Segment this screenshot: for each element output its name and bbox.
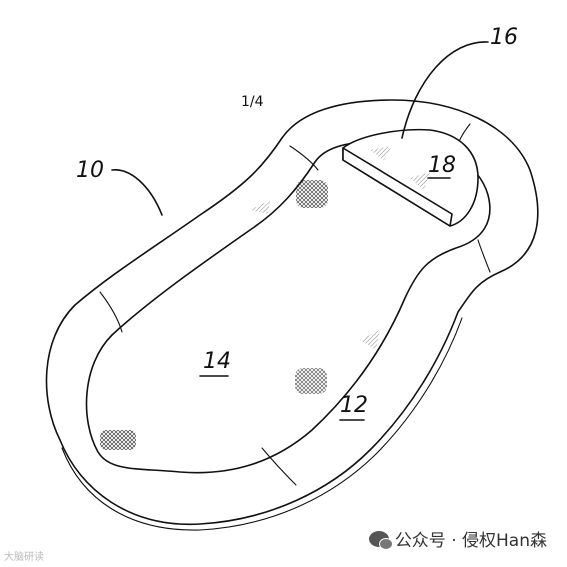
wechat-icon	[368, 530, 393, 550]
watermark-text: 公众号 · 侵权Han森	[394, 531, 547, 551]
sleeping-surface	[85, 140, 491, 474]
ref-label-sleeping-surface: 14	[203, 349, 231, 374]
bumper-seam	[99, 291, 123, 333]
head-support-side	[342, 147, 453, 227]
watermark: 公众号 · 侵权Han森	[368, 526, 547, 551]
surface-shading	[100, 430, 136, 450]
ref-label-head-support: 16	[490, 25, 518, 50]
surface-shading	[360, 330, 380, 350]
head-support-shading	[410, 172, 430, 190]
ref-label-base: 12	[340, 393, 368, 418]
surface-shading	[295, 368, 327, 394]
surface-shading	[250, 200, 270, 214]
bumper-seam	[261, 447, 297, 486]
ref-label-device: 10	[76, 158, 104, 183]
bumper-seam	[289, 145, 319, 171]
corner-mark: 大脑研读	[4, 552, 44, 563]
leader-head-support	[401, 41, 489, 139]
leader-device	[111, 169, 163, 216]
sheet-number: 1/4	[241, 94, 264, 110]
bumper-seam	[477, 239, 491, 273]
head-support-shading	[370, 146, 392, 160]
bumper-lower-lip	[61, 317, 463, 531]
ref-label-head-pad: 18	[428, 153, 456, 178]
surface-shading	[296, 180, 328, 208]
